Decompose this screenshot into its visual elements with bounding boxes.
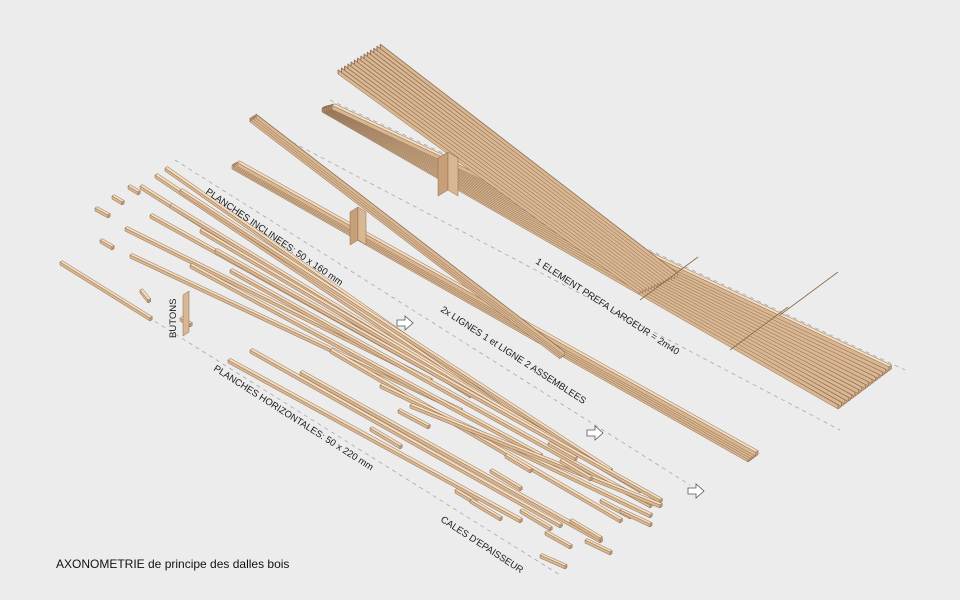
plank-top bbox=[379, 43, 679, 274]
plank-top bbox=[539, 553, 568, 567]
plank-top bbox=[519, 508, 553, 529]
plank-top bbox=[59, 260, 153, 319]
seam bbox=[639, 256, 699, 301]
plank-side bbox=[363, 53, 664, 285]
loose-planks bbox=[59, 166, 663, 570]
post bbox=[437, 151, 449, 197]
plank-top bbox=[504, 453, 533, 471]
plank-top bbox=[249, 348, 563, 526]
plank-side bbox=[340, 67, 644, 293]
plank-top bbox=[569, 518, 603, 539]
plank-top bbox=[454, 488, 478, 503]
plank-top bbox=[547, 441, 578, 459]
plank-side bbox=[214, 249, 661, 504]
plank-top bbox=[111, 194, 125, 203]
assembly-arrows bbox=[396, 315, 705, 499]
plank-side bbox=[569, 519, 601, 542]
plank-top bbox=[489, 468, 523, 489]
plank-top bbox=[584, 538, 613, 553]
buton bbox=[182, 290, 190, 337]
plank-top bbox=[179, 188, 613, 471]
plank-side bbox=[337, 69, 641, 295]
assembled-lines bbox=[231, 113, 759, 463]
plank-top bbox=[229, 268, 653, 506]
prefab-element bbox=[321, 43, 892, 410]
plank-top bbox=[397, 408, 431, 427]
plank-top bbox=[469, 498, 503, 519]
label-planches-horizontales: PLANCHES HORIZONTALES: 50 x 220 mm bbox=[211, 363, 375, 473]
diagram-caption: AXONOMETRIE de principe des dalles bois bbox=[56, 557, 290, 571]
plank-top bbox=[559, 458, 593, 479]
post bbox=[447, 151, 459, 197]
seam bbox=[779, 271, 839, 316]
post bbox=[357, 206, 367, 246]
plank-top bbox=[127, 184, 141, 193]
plank-top bbox=[255, 113, 566, 353]
plank-top bbox=[544, 530, 573, 547]
plank-top bbox=[227, 358, 523, 521]
plank-top bbox=[139, 288, 151, 301]
arrow-icon bbox=[687, 483, 705, 499]
plank-side bbox=[360, 55, 661, 286]
plank-top bbox=[619, 508, 653, 525]
plank-top bbox=[99, 238, 115, 248]
label-cales: CALES D'EPAISSEUR bbox=[438, 514, 525, 576]
plank-top bbox=[214, 248, 663, 501]
plank-top bbox=[369, 426, 403, 447]
plank-side bbox=[544, 531, 571, 550]
plank-top bbox=[189, 263, 543, 456]
post bbox=[349, 206, 359, 246]
plank-side bbox=[59, 261, 151, 322]
plank-side bbox=[366, 51, 667, 283]
arrow-icon bbox=[396, 315, 414, 331]
plank-side bbox=[584, 539, 611, 556]
arrow-icon bbox=[586, 425, 604, 441]
plank-side bbox=[229, 269, 651, 509]
label-buttons: BUTONS bbox=[168, 299, 179, 338]
plank-top bbox=[94, 206, 111, 216]
seam bbox=[729, 306, 789, 351]
